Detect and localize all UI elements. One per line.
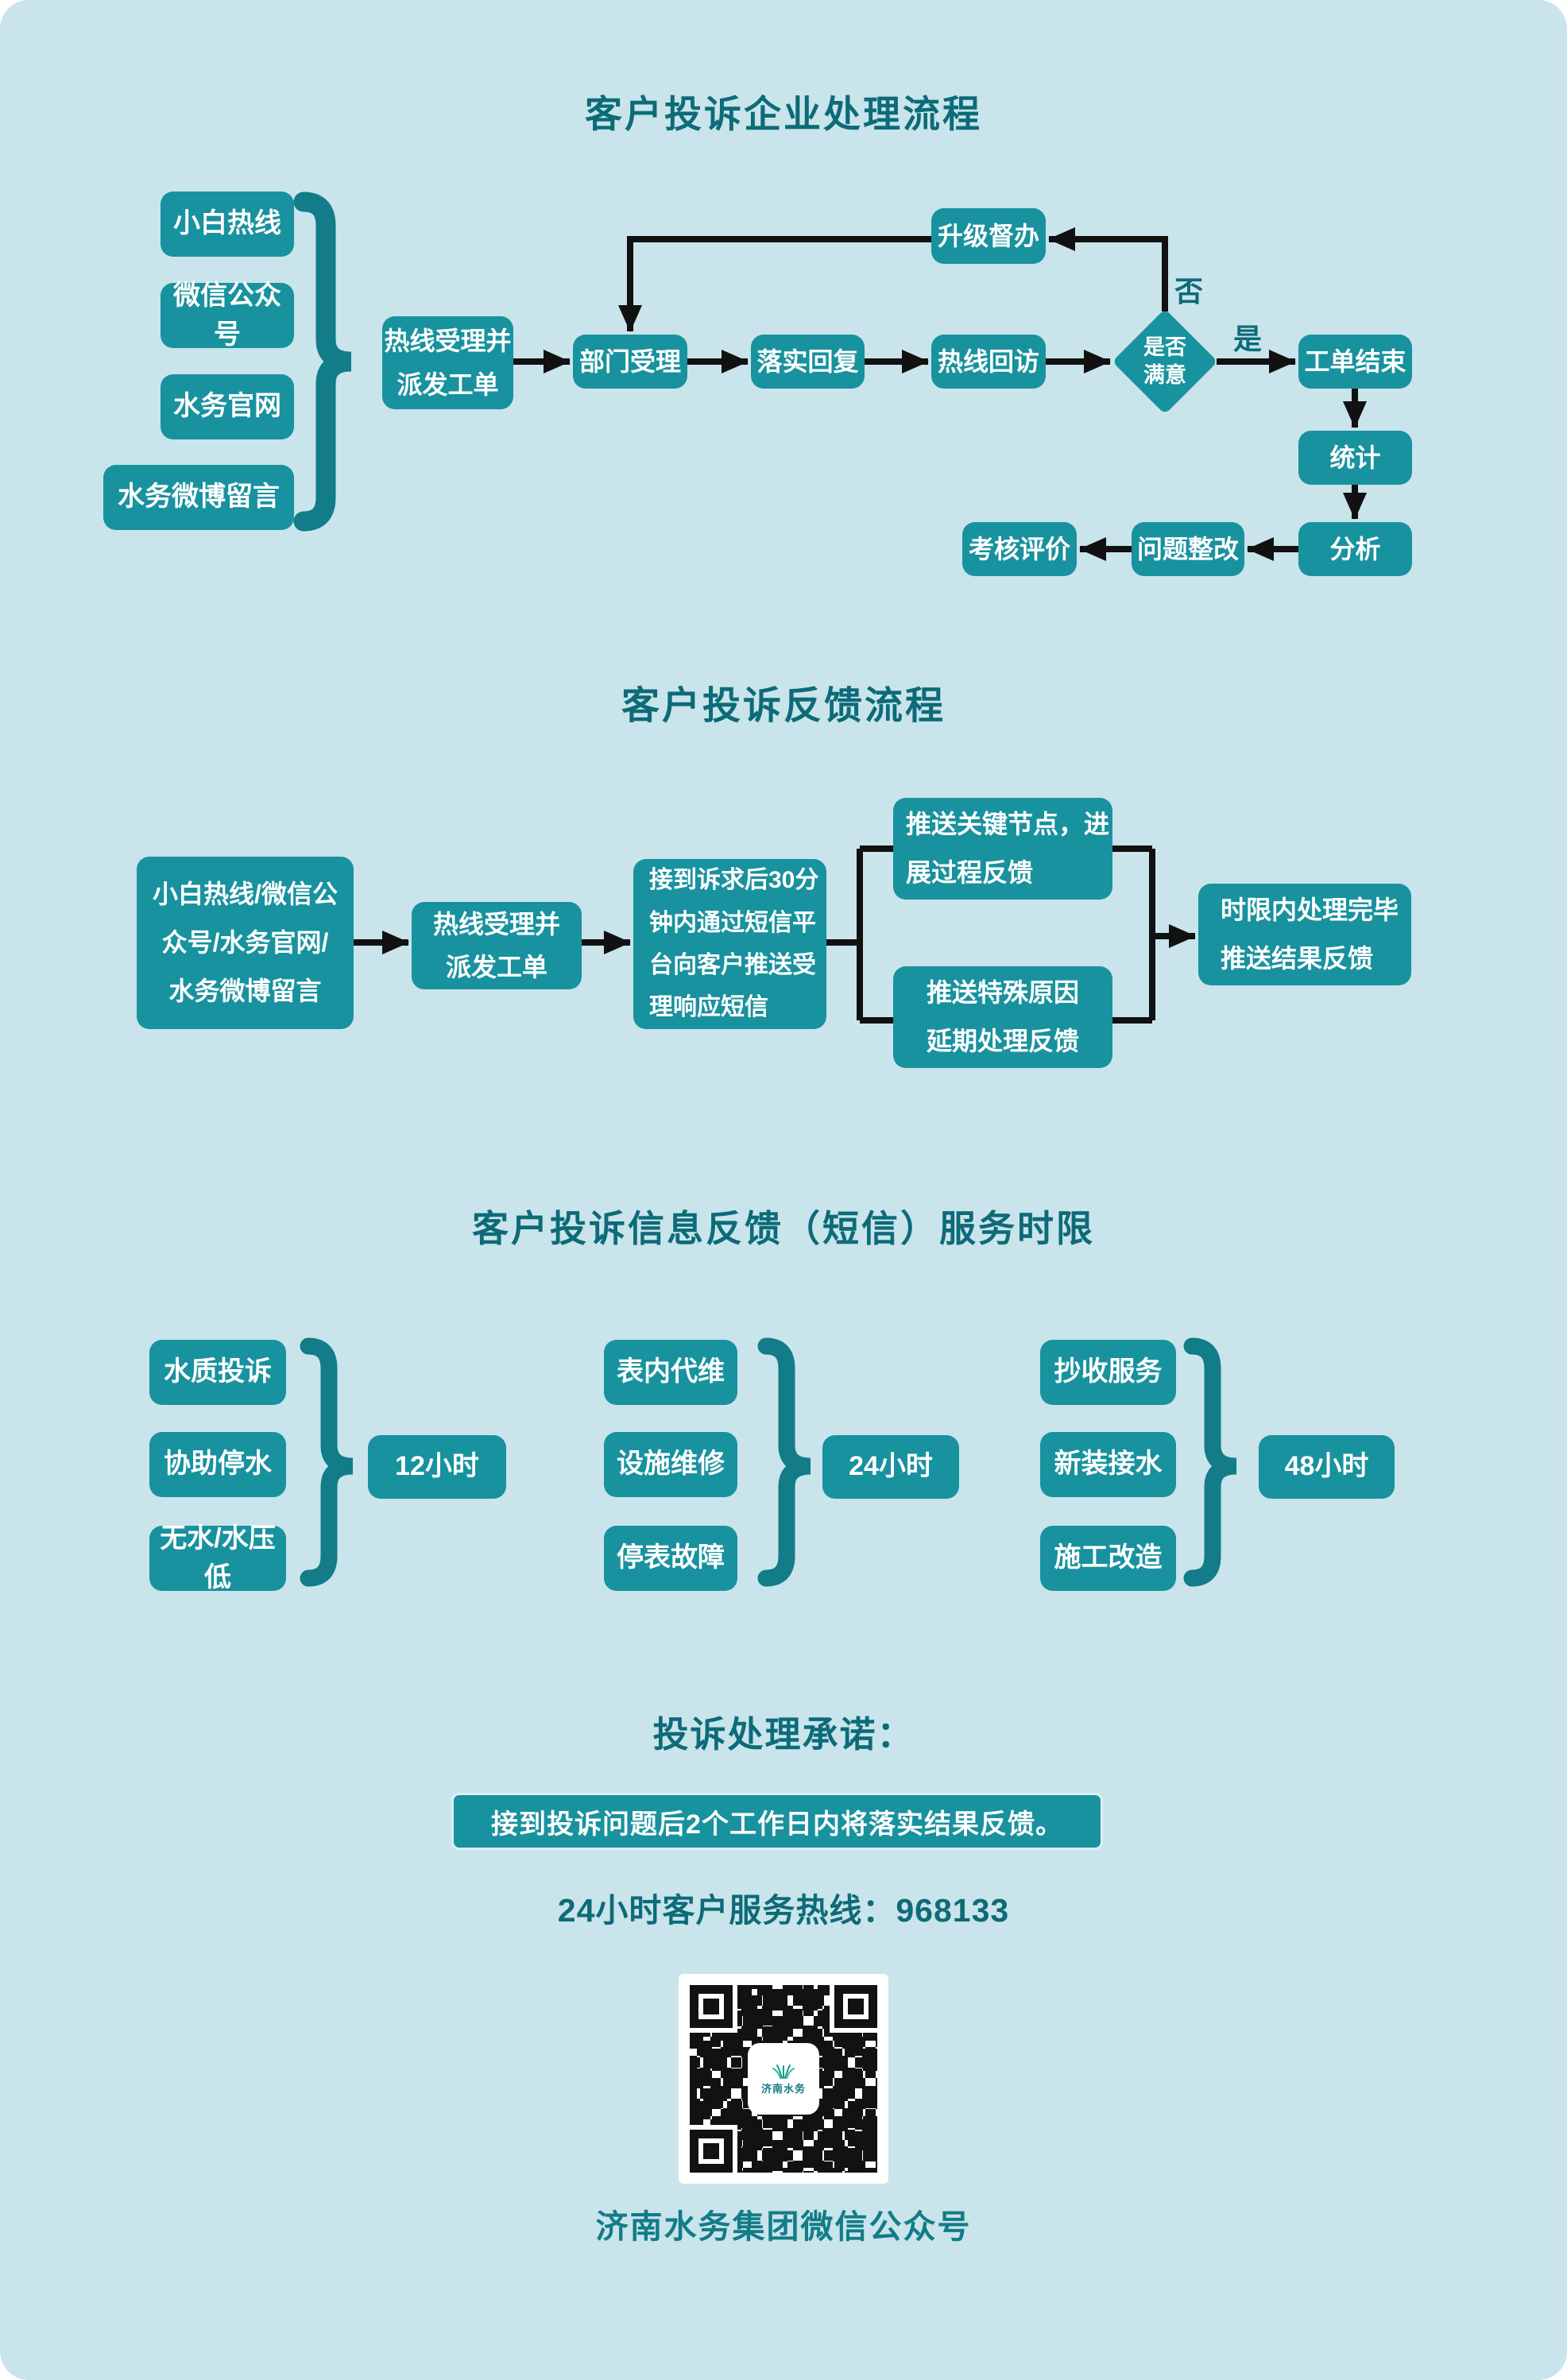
qr-finder-top-right: [834, 1985, 877, 2028]
no-label: 否: [1174, 275, 1204, 308]
sla3-item-construction: 施工改造: [1040, 1526, 1176, 1591]
sla1-hours-box: 12小时: [368, 1435, 506, 1499]
qr-pattern: 济南水务: [690, 1985, 877, 2173]
yes-label: 是: [1233, 323, 1263, 355]
result-feedback-box: 时限内处理完毕 推送结果反馈: [1198, 884, 1411, 985]
step-rectification: 问题整改: [1132, 522, 1244, 576]
source-xiaobai-hotline: 小白热线: [161, 192, 294, 257]
hotline-text: 24小时客户服务热线：968133: [557, 1892, 1010, 1929]
section2-title: 客户投诉反馈流程: [621, 685, 946, 727]
sms-response-box: 接到诉求后30分 钟内通过短信平 台向客户推送受 理响应短信: [633, 859, 826, 1029]
branch-progress-box: 推送关键节点，进 展过程反馈: [893, 798, 1112, 900]
sla1-item-assist-shutoff: 协助停水: [149, 1432, 286, 1497]
qr-center-logo: 济南水务: [752, 2047, 815, 2111]
sla2-item-facility-repair: 设施维修: [604, 1432, 737, 1497]
qr-caption: 济南水务集团微信公众号: [595, 2208, 972, 2245]
brace-icons: [293, 192, 1237, 1587]
step-assessment: 考核评价: [962, 522, 1077, 576]
section1-title: 客户投诉企业处理流程: [585, 93, 982, 135]
qr-logo-text: 济南水务: [760, 2082, 806, 2095]
promise-title: 投诉处理承诺：: [652, 1714, 915, 1755]
source-website: 水务官网: [161, 374, 294, 439]
feedback-sources-box: 小白热线/微信公 众号/水务官网/ 水务微博留言: [137, 857, 354, 1029]
step-order-closed: 工单结束: [1298, 335, 1412, 389]
section3-title: 客户投诉信息反馈（短信）服务时限: [472, 1208, 1095, 1249]
promise-box: 接到投诉问题后2个工作日内将落实结果反馈。: [451, 1793, 1103, 1850]
sla3-item-meter-reading: 抄收服务: [1040, 1340, 1176, 1405]
step-department-accept: 部门受理: [573, 335, 687, 389]
sla3-item-new-connection: 新装接水: [1040, 1432, 1176, 1497]
decision-label: 是否 满意: [1143, 335, 1186, 387]
step-analysis: 分析: [1298, 522, 1412, 576]
hotline-intake-box: 热线受理并 派发工单: [382, 316, 513, 409]
sla3-hours-box: 48小时: [1259, 1435, 1395, 1499]
source-wechat: 微信公众号: [161, 281, 294, 350]
sla2-hours-box: 24小时: [822, 1435, 959, 1499]
step-statistics: 统计: [1298, 431, 1412, 485]
sla1-item-no-water: 无水/水压低: [149, 1523, 286, 1592]
qr-finder-bottom-left: [690, 2130, 733, 2173]
source-weibo: 水务微博留言: [103, 465, 294, 530]
escalate-box: 升级督办: [931, 208, 1046, 264]
sla1-item-water-quality: 水质投诉: [149, 1340, 286, 1405]
qr-code: 济南水务: [679, 1974, 888, 2184]
fountain-icon: [772, 2064, 795, 2079]
step-implement-reply: 落实回复: [751, 335, 865, 389]
sla2-item-meter-fault: 停表故障: [604, 1526, 737, 1591]
branch-delay-box: 推送特殊原因 延期处理反馈: [893, 966, 1112, 1068]
qr-finder-top-left: [690, 1985, 733, 2028]
feedback-intake-box: 热线受理并 派发工单: [412, 902, 582, 989]
step-hotline-callback: 热线回访: [931, 335, 1046, 389]
sla2-item-meter-maintenance: 表内代维: [604, 1340, 737, 1405]
